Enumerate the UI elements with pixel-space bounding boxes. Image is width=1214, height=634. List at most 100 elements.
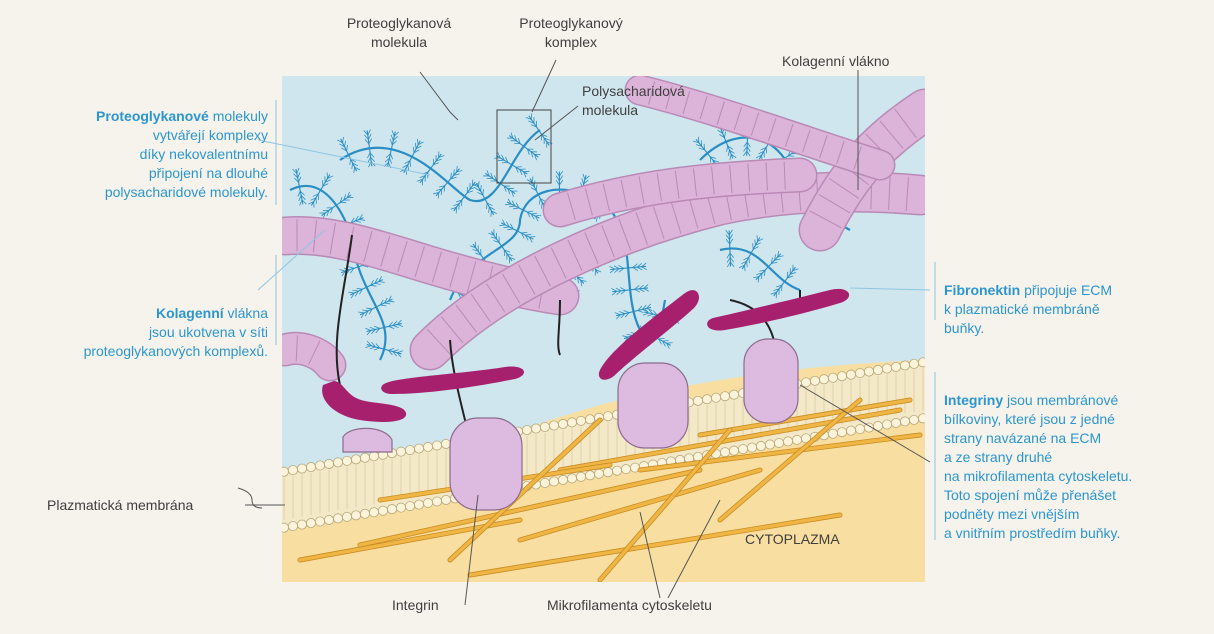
lipid-head: [549, 477, 558, 486]
collagen-fiber: [285, 348, 330, 365]
lipid-head: [297, 464, 306, 473]
lipid-head: [441, 495, 450, 504]
lipid-head: [846, 370, 855, 379]
lipid-head: [387, 505, 396, 514]
lipid-head: [909, 415, 918, 424]
lipid-head: [720, 448, 729, 457]
lipid-head: [396, 447, 405, 456]
lipid-head: [855, 425, 864, 434]
note-proteoglycans-keyword: Proteoglykanové: [96, 108, 209, 124]
label-plasma-membrane: Plazmatická membrána: [47, 496, 237, 515]
lipid-head: [837, 372, 846, 381]
lipid-head: [864, 367, 873, 376]
lipid-head: [531, 424, 540, 433]
lipid-head: [873, 365, 882, 374]
lipid-head: [414, 500, 423, 509]
proteoglycan-branch: [757, 235, 758, 241]
lipid-head: [405, 446, 414, 455]
integrin-3: [618, 363, 688, 448]
lipid-head: [432, 497, 441, 506]
lipid-head: [522, 425, 531, 434]
lipid-head: [558, 475, 567, 484]
label-cytoplasm: CYTOPLAZMA: [745, 530, 875, 549]
note-collagen-keyword: Kolagenní: [156, 305, 224, 321]
lipid-head: [549, 421, 558, 430]
note-fibronectin: Fibronektin připojuje ECM k plazmatické …: [944, 262, 1194, 338]
lipid-head: [306, 518, 315, 527]
proteoglycan-branch: [745, 265, 746, 271]
lipid-head: [855, 369, 864, 378]
lipid-head: [351, 511, 360, 520]
lipid-head: [540, 422, 549, 431]
lipid-head: [423, 442, 432, 451]
lipid-head: [360, 453, 369, 462]
lipid-head: [792, 435, 801, 444]
lipid-head: [810, 376, 819, 385]
lipid-head: [603, 468, 612, 477]
lipid-head: [603, 412, 612, 421]
lipid-head: [819, 375, 828, 384]
lipid-head: [738, 445, 747, 454]
lipid-head: [315, 461, 324, 470]
lipid-head: [333, 458, 342, 467]
lipid-head: [360, 509, 369, 518]
lipid-head: [585, 415, 594, 424]
lipid-head: [324, 515, 333, 524]
lipid-head: [342, 456, 351, 465]
label-integrin: Integrin: [392, 596, 492, 615]
lipid-head: [396, 503, 405, 512]
lipid-head: [324, 459, 333, 468]
lipid-head: [801, 378, 810, 387]
lipid-head: [891, 418, 900, 427]
lipid-head: [828, 429, 837, 438]
lipid-head: [594, 469, 603, 478]
lipid-head: [720, 392, 729, 401]
lipid-head: [900, 361, 909, 370]
note-fibronectin-keyword: Fibronektin: [944, 282, 1020, 298]
lipid-head: [585, 471, 594, 480]
lipid-head: [279, 523, 288, 532]
lipid-head: [414, 444, 423, 453]
note-integrins-text: jsou membránové bílkoviny, které jsou z …: [944, 392, 1132, 541]
proteoglycan-branch: [747, 261, 748, 267]
lipid-head: [558, 419, 567, 428]
lipid-head: [333, 514, 342, 523]
lipid-head: [378, 506, 387, 515]
lipid-head: [702, 395, 711, 404]
lipid-head: [315, 517, 324, 526]
lipid-head: [774, 438, 783, 447]
integrin-2: [450, 418, 522, 510]
lipid-head: [783, 437, 792, 446]
lipid-head: [279, 467, 288, 476]
lipid-head: [369, 452, 378, 461]
lipid-head: [828, 373, 837, 382]
lipid-head: [351, 455, 360, 464]
lipid-head: [747, 443, 756, 452]
lipid-head: [891, 362, 900, 371]
proteoglycan-branch: [749, 257, 750, 263]
lipid-head: [405, 502, 414, 511]
label-collagen-fiber: Kolagenní vlákno: [782, 52, 932, 71]
label-polysaccharide-molecule: Polysacharidová molekula: [582, 82, 732, 120]
lipid-head: [288, 466, 297, 475]
lipid-head: [576, 416, 585, 425]
lipid-head: [765, 440, 774, 449]
lipid-head: [882, 364, 891, 373]
lipid-head: [621, 465, 630, 474]
label-proteoglycan-molecule: Proteoglykanová molekula: [334, 14, 464, 52]
lipid-head: [540, 478, 549, 487]
lipid-head: [441, 439, 450, 448]
lipid-head: [432, 441, 441, 450]
lipid-head: [297, 520, 306, 529]
lipid-head: [576, 472, 585, 481]
lipid-head: [369, 508, 378, 517]
lipid-head: [567, 474, 576, 483]
lipid-head: [918, 358, 927, 367]
proteoglycan-branch: [753, 243, 754, 249]
lipid-head: [846, 426, 855, 435]
lipid-head: [729, 390, 738, 399]
lipid-head: [423, 498, 432, 507]
note-integrins-keyword: Integriny: [944, 392, 1003, 408]
lipid-head: [612, 466, 621, 475]
lipid-head: [900, 417, 909, 426]
